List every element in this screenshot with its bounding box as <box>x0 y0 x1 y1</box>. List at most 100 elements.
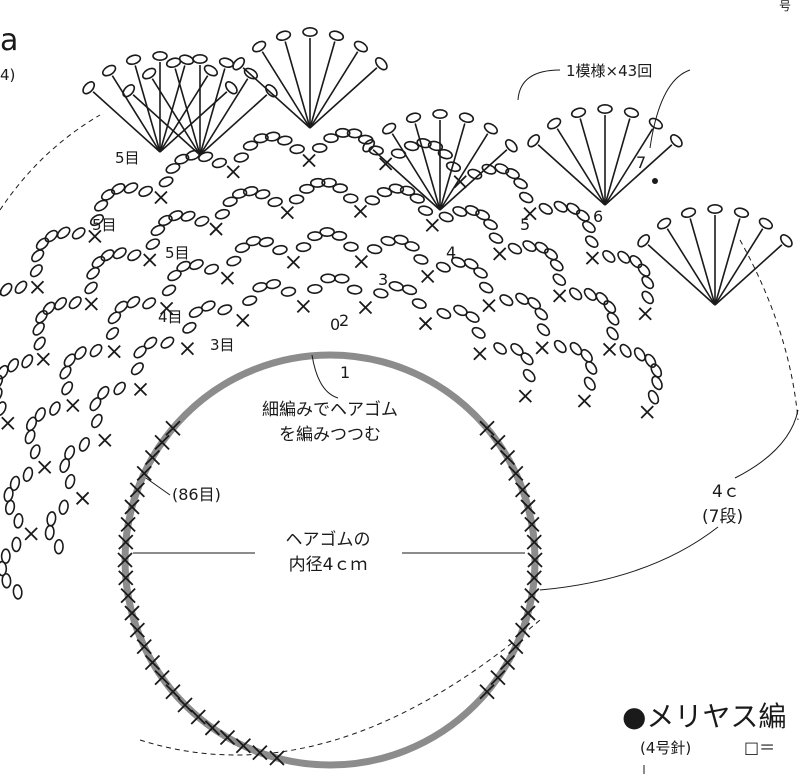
chain-stitch <box>59 365 72 380</box>
chain-stitch <box>49 401 61 416</box>
sc-mark <box>520 499 536 515</box>
chain-stitch <box>353 40 369 53</box>
chain-stitch <box>404 241 420 252</box>
double-crochet <box>309 41 336 129</box>
chain-stitch <box>493 342 507 355</box>
chain-stitch <box>243 67 259 80</box>
sc-mark <box>508 465 524 481</box>
chain-stitch <box>585 360 598 375</box>
chain-stitch <box>100 249 115 262</box>
chain-stitch <box>584 235 599 248</box>
chain-stitch <box>553 339 567 354</box>
chain-stitch <box>64 473 76 490</box>
chain-stitch <box>14 280 28 295</box>
chain-stitch <box>471 326 486 339</box>
sc-mark <box>30 280 45 294</box>
chain-stitch <box>32 321 45 336</box>
chain-stitch <box>453 304 468 317</box>
sc-mark <box>219 729 236 746</box>
chain-stitch <box>569 341 583 356</box>
chain-stitch <box>289 144 305 155</box>
chain-stitch <box>464 205 480 217</box>
chain-stitch <box>575 209 590 222</box>
chain-stitch <box>0 548 11 565</box>
chain-stitch <box>445 161 462 173</box>
chain-stitch <box>130 362 144 376</box>
chain-stitch <box>779 234 793 248</box>
double-crochet <box>372 149 441 211</box>
chain-stitch <box>368 145 384 156</box>
sc-mark <box>1 416 15 430</box>
chain-stitch <box>376 187 393 198</box>
chain-stitch <box>342 193 359 204</box>
sc-mark <box>66 398 80 413</box>
chain-stitch <box>203 64 219 77</box>
chain-stitch <box>264 131 281 142</box>
chain-stitch <box>295 242 312 253</box>
center-note-line1: 細編みでヘアゴム <box>262 399 398 420</box>
chain-stitch <box>311 142 328 153</box>
chain-stitch <box>534 307 549 321</box>
sc-mark <box>154 190 168 205</box>
chain-stitch <box>374 57 388 71</box>
sc-mark <box>479 420 495 436</box>
chain-stitch <box>91 255 106 269</box>
chain-stitch <box>346 284 363 295</box>
chain-stitch <box>84 281 98 295</box>
chain-stitch <box>580 348 593 363</box>
chain-stitch <box>226 255 242 267</box>
chain-stitch <box>34 407 46 422</box>
chain-stitch <box>74 346 87 360</box>
chain-stitch <box>53 538 64 555</box>
chain-stitch <box>522 368 536 383</box>
double-crochet <box>714 228 764 306</box>
sc-mark <box>88 229 102 244</box>
sc-mark <box>124 605 140 621</box>
sc-mark <box>36 352 50 366</box>
chain-stitch <box>364 195 381 206</box>
chain-stitch <box>416 138 432 149</box>
chain-stitch <box>89 397 102 412</box>
chain-stitch <box>629 255 643 269</box>
chain-stitch <box>143 336 158 350</box>
double-crochet <box>579 118 606 206</box>
sc-mark <box>286 255 301 269</box>
chain-stitch <box>138 185 153 198</box>
sc-mark <box>38 460 52 474</box>
chain-stitch <box>9 475 21 492</box>
sc-mark <box>527 552 543 568</box>
chain-stitch <box>583 376 596 391</box>
sc-mark <box>353 204 368 218</box>
chain-stitch <box>275 30 292 41</box>
sc-mark <box>640 405 654 419</box>
chain-stitch <box>21 354 34 369</box>
chain-stitch <box>167 269 182 282</box>
chain-stitch <box>388 183 405 194</box>
chain-stitch <box>13 513 24 529</box>
double-crochet <box>309 51 359 129</box>
chain-stitch <box>133 345 147 359</box>
chain-stitch <box>252 281 268 293</box>
chain-stitch <box>669 134 683 148</box>
guide-dashes <box>0 114 799 756</box>
chain-stitch <box>494 163 510 175</box>
chain-stitch <box>401 284 418 296</box>
chain-stitch <box>328 30 345 41</box>
chain-stitch <box>180 210 196 222</box>
chain-stitch <box>570 107 587 118</box>
chain-stitch <box>637 263 651 277</box>
sc-mark <box>159 301 174 316</box>
double-crochet <box>242 67 311 129</box>
double-crochet <box>439 149 508 211</box>
chain-stitch <box>651 375 663 391</box>
double-crochet <box>261 51 311 129</box>
chain-stitch <box>3 486 14 503</box>
sc-mark <box>190 709 206 725</box>
sc-mark <box>143 253 157 267</box>
sc-mark <box>524 587 540 604</box>
chain-stitch <box>35 309 48 324</box>
chain-stitch <box>182 321 197 334</box>
chain-stitch <box>427 140 444 152</box>
outline-dash-bottom <box>139 619 541 756</box>
